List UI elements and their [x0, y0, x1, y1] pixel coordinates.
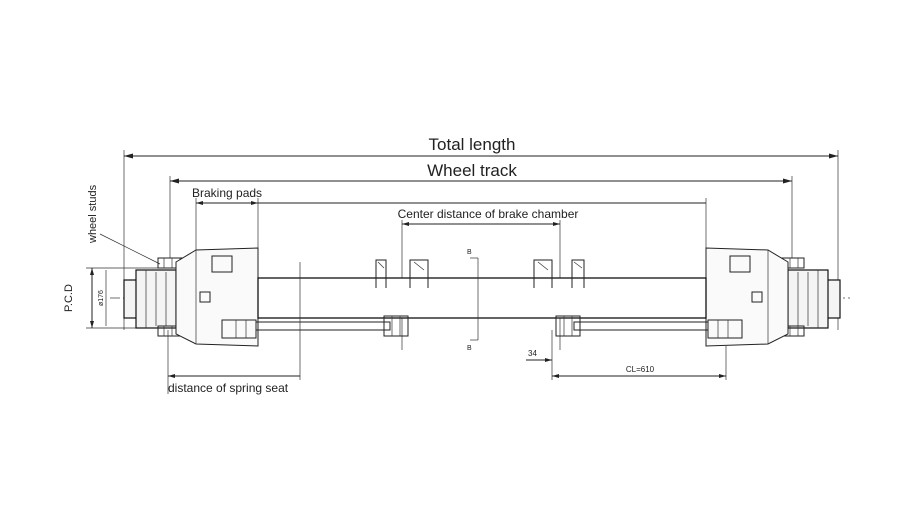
- left-camshaft: [255, 315, 409, 337]
- dimension-cl-value: CL=610: [626, 365, 655, 374]
- section-mark-lower: B: [467, 345, 472, 352]
- center-distance-dimension: Center distance of brake chamber: [398, 207, 579, 350]
- axle-beam: [257, 277, 707, 319]
- spring-seat-right-outer: [571, 259, 585, 288]
- wheel-track-dimension: Wheel track: [169, 161, 793, 258]
- spring-seat-distance-dimension: distance of spring seat: [167, 262, 301, 395]
- wheel-studs-label: wheel studs: [87, 184, 99, 244]
- dimension-cl: CL=610: [552, 346, 727, 380]
- spring-seat-left-inner: [409, 259, 429, 288]
- wheel-studs-annotation: wheel studs: [87, 184, 161, 265]
- braking-pads-dimension: Braking pads: [192, 186, 707, 258]
- center-distance-label: Center distance of brake chamber: [398, 207, 579, 221]
- wheel-track-label: Wheel track: [427, 161, 517, 180]
- dimension-34-value: 34: [528, 349, 537, 358]
- spring-seat-left-outer: [375, 259, 387, 288]
- pcd-label: P.C.D: [63, 284, 75, 312]
- right-camshaft: [555, 315, 709, 337]
- section-mark-upper: B: [467, 249, 472, 256]
- right-hub-assembly: [705, 247, 841, 347]
- pcd-dimension: P.C.D ø176: [63, 267, 160, 329]
- spring-seat-distance-label: distance of spring seat: [168, 381, 289, 395]
- left-hub-assembly: [123, 247, 259, 347]
- total-length-label: Total length: [429, 135, 516, 154]
- section-mark: B B: [467, 249, 479, 352]
- pcd-dimension-value: ø176: [98, 290, 105, 306]
- dimension-34: 34: [526, 330, 553, 380]
- braking-pads-label: Braking pads: [192, 186, 262, 200]
- spring-seat-right-inner: [533, 259, 553, 288]
